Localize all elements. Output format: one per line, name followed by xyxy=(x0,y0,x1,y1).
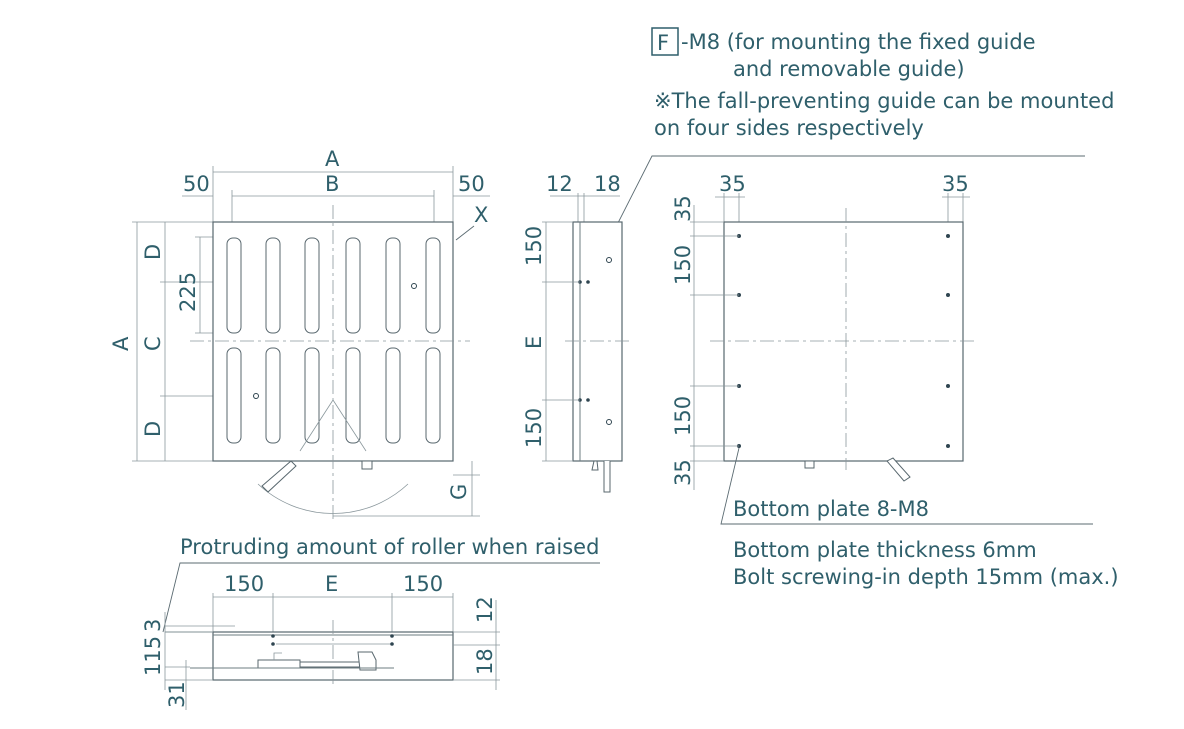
dim-d-top: D xyxy=(141,244,165,260)
bottom-plate-leader xyxy=(720,447,1093,525)
front-mechanism-bracket xyxy=(357,651,377,671)
top-view: A B 50 50 X A D C D 225 xyxy=(109,147,490,520)
dim-18: 18 xyxy=(594,172,621,196)
roller xyxy=(265,347,281,444)
swing-lines xyxy=(299,399,367,452)
side-hole xyxy=(606,257,612,263)
dim-d-bottom: D xyxy=(141,421,165,437)
dim-35-right: 35 xyxy=(942,172,969,196)
front-mechanism-bar xyxy=(257,659,301,669)
bottom-handle-stub xyxy=(804,460,815,469)
bottom-bolt-hole xyxy=(946,293,950,297)
side-hole xyxy=(586,398,590,402)
mount-box xyxy=(651,27,679,56)
dim-115: 115 xyxy=(141,636,165,676)
bottom-bolt-hole xyxy=(946,384,950,388)
roller xyxy=(304,237,320,334)
fall-note-line2: on four sides respectively xyxy=(654,116,924,140)
roller xyxy=(226,237,242,334)
front-hole xyxy=(390,642,394,646)
mount-note-line2: and removable guide) xyxy=(733,57,965,81)
bolt-depth-note: Bolt screwing-in depth 15mm (max.) xyxy=(733,565,1119,589)
handle-stub xyxy=(361,460,373,470)
bottom-bolt-hole xyxy=(946,444,950,448)
front-hole xyxy=(271,634,275,638)
front-hole xyxy=(271,642,275,646)
dim-g: G xyxy=(447,484,471,500)
top-hole xyxy=(253,393,259,399)
x-leader xyxy=(455,225,475,241)
front-mechanism-detail xyxy=(273,652,282,660)
roller xyxy=(425,237,441,334)
dim-35-top: 35 xyxy=(671,195,695,222)
protruding-leader xyxy=(162,562,600,633)
front-hole xyxy=(390,634,394,638)
bottom-view: 35 35 35 150 150 35 xyxy=(671,172,1119,589)
dim-x: X xyxy=(474,203,488,227)
dim-150-right: 150 xyxy=(403,572,443,596)
mount-note: F -M8 (for mounting the fixed guide and … xyxy=(651,27,1036,81)
dim-12: 12 xyxy=(546,172,573,196)
roller xyxy=(425,347,441,444)
fall-note-line1: ※The fall-preventing guide can be mounte… xyxy=(654,89,1114,113)
dim-a-top: A xyxy=(325,147,340,171)
dim-150-left: 150 xyxy=(224,572,264,596)
dim-31: 31 xyxy=(165,681,189,708)
side-hole xyxy=(606,419,612,425)
side-lever xyxy=(591,460,611,493)
dim-a-left: A xyxy=(109,336,133,351)
dim-12-front: 12 xyxy=(473,596,497,623)
dim-150-bottom-b: 150 xyxy=(671,396,695,436)
bottom-bolt-hole xyxy=(946,234,950,238)
dim-150-top: 150 xyxy=(522,226,546,266)
bottom-plate-label: Bottom plate 8-M8 xyxy=(733,497,929,521)
front-view: Protruding amount of roller when raised … xyxy=(141,535,600,710)
dim-3: 3 xyxy=(141,619,165,632)
roller xyxy=(345,347,361,444)
mount-box-letter: F xyxy=(657,31,669,55)
dim-c: C xyxy=(141,336,165,351)
side-view: 12 18 150 E 150 xyxy=(522,172,630,493)
roller xyxy=(265,237,281,334)
dim-150-top-b: 150 xyxy=(671,245,695,285)
roller xyxy=(385,237,401,334)
dim-35-bottom: 35 xyxy=(671,459,695,486)
thickness-note: Bottom plate thickness 6mm xyxy=(733,538,1037,562)
lever-handle xyxy=(261,460,297,493)
protruding-label: Protruding amount of roller when raised xyxy=(180,535,599,559)
roller xyxy=(226,347,242,444)
mount-note-line1: -M8 (for mounting the fixed guide xyxy=(681,30,1036,54)
bottom-plate xyxy=(723,221,964,462)
swing-arc xyxy=(257,483,409,514)
dim-50-right: 50 xyxy=(458,172,485,196)
roller xyxy=(345,237,361,334)
top-hole xyxy=(411,283,417,289)
dim-e-front: E xyxy=(325,572,338,596)
fall-guide-note: ※The fall-preventing guide can be mounte… xyxy=(654,89,1114,140)
dim-50-left: 50 xyxy=(183,172,210,196)
dim-b: B xyxy=(325,172,339,196)
roller xyxy=(304,347,320,444)
roller-grid xyxy=(226,237,441,444)
dim-e: E xyxy=(522,336,546,349)
bottom-lever xyxy=(886,457,911,482)
dim-35-left: 35 xyxy=(719,172,746,196)
front-mechanism-rod xyxy=(299,661,361,668)
dim-225: 225 xyxy=(176,272,200,312)
dim-18-front: 18 xyxy=(473,648,497,675)
roller xyxy=(385,347,401,444)
dim-150-bottom: 150 xyxy=(522,408,546,448)
side-hole xyxy=(586,280,590,284)
